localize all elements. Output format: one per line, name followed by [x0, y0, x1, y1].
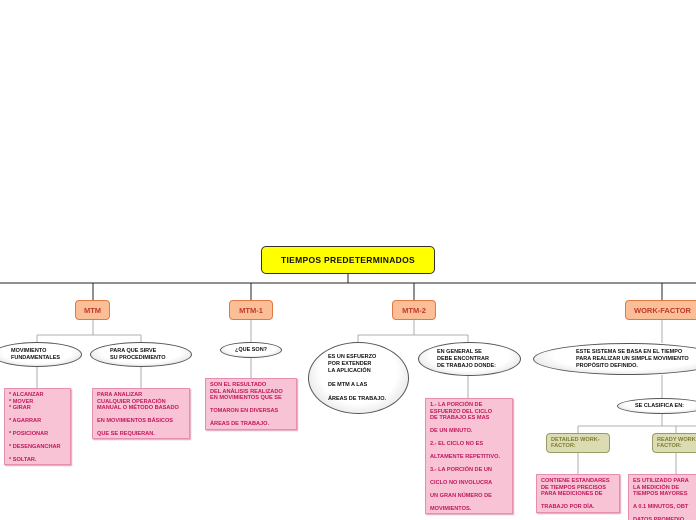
- topic-work-factor-label: WORK-FACTOR: [634, 305, 691, 315]
- mtm2-conditions-note: 1.- LA PORCIÓN DE ESFUERZO DEL CICLO DE …: [425, 398, 513, 514]
- ready-work-factor-label: READY WORK FACTOR:: [657, 436, 696, 450]
- detailed-work-factor-label: DETAILED WORK- FACTOR:: [551, 436, 600, 450]
- topic-mtm-2-label: MTM-2: [402, 305, 426, 315]
- workfactor-se-clasifica[interactable]: SE CLASIFICA EN:: [617, 398, 696, 414]
- detailed-work-factor[interactable]: DETAILED WORK- FACTOR:: [546, 433, 610, 453]
- mtm1-que-son-text: ¿QUE SON?: [234, 346, 268, 353]
- root-topic[interactable]: TIEMPOS PREDETERMINADOS: [261, 246, 435, 274]
- mtm2-esfuerzo-text: ES UN ESFUERZO POR EXTENDER LA APLICACIÓ…: [328, 353, 387, 402]
- mtm2-en-general[interactable]: EN GENERAL SE DEBE ENCONTRAR DE TRABAJO …: [418, 342, 521, 376]
- mtm-para-que-sirve-text: PARA QUE SIRVE SU PROCEDIMIENTO: [110, 347, 166, 361]
- workfactor-se-clasifica-text: SE CLASIFICA EN:: [635, 402, 684, 409]
- topic-mtm-1[interactable]: MTM-1: [229, 300, 273, 320]
- mtm-para-que-sirve[interactable]: PARA QUE SIRVE SU PROCEDIMIENTO: [90, 342, 192, 367]
- ready-work-factor[interactable]: READY WORK FACTOR:: [652, 433, 696, 453]
- mtm-purpose-note: PARA ANALIZAR CUALQUIER OPERACIÓN MANUAL…: [92, 388, 190, 439]
- topic-mtm-1-label: MTM-1: [239, 305, 263, 315]
- mtm2-esfuerzo[interactable]: ES UN ESFUERZO POR EXTENDER LA APLICACIÓ…: [308, 342, 409, 414]
- mtm2-en-general-text: EN GENERAL SE DEBE ENCONTRAR DE TRABAJO …: [437, 348, 496, 369]
- mtm1-que-son[interactable]: ¿QUE SON?: [220, 342, 282, 358]
- topic-work-factor[interactable]: WORK-FACTOR: [625, 300, 696, 320]
- topic-mtm-label: MTM: [83, 305, 102, 315]
- root-topic-label: TIEMPOS PREDETERMINADOS: [281, 255, 415, 265]
- mtm-movimientos-fundamentales[interactable]: MOVIMIENTO FUNDAMENTALES: [0, 342, 82, 367]
- workfactor-sistema-text: ESTE SISTEMA SE BASA EN EL TIEMPO PARA R…: [576, 348, 689, 369]
- detailed-work-factor-note: CONTIENE ESTANDARES DE TIEMPOS PRECISOS …: [536, 474, 620, 513]
- topic-mtm-2[interactable]: MTM-2: [392, 300, 436, 320]
- workfactor-sistema[interactable]: ESTE SISTEMA SE BASA EN EL TIEMPO PARA R…: [533, 343, 696, 375]
- mtm-movements-note: * ALCANZAR * MOVER * GIRAR * AGARRAR * P…: [4, 388, 71, 465]
- topic-mtm[interactable]: MTM: [75, 300, 110, 320]
- mtm-movimientos-fundamentales-text: MOVIMIENTO FUNDAMENTALES: [11, 347, 61, 361]
- ready-work-factor-note: ES UTILIZADO PARA LA MEDICIÓN DE TIEMPOS…: [628, 474, 696, 520]
- mtm1-definition-note: SON EL RESULTADO DEL ANÁLISIS REALIZADO …: [205, 378, 297, 430]
